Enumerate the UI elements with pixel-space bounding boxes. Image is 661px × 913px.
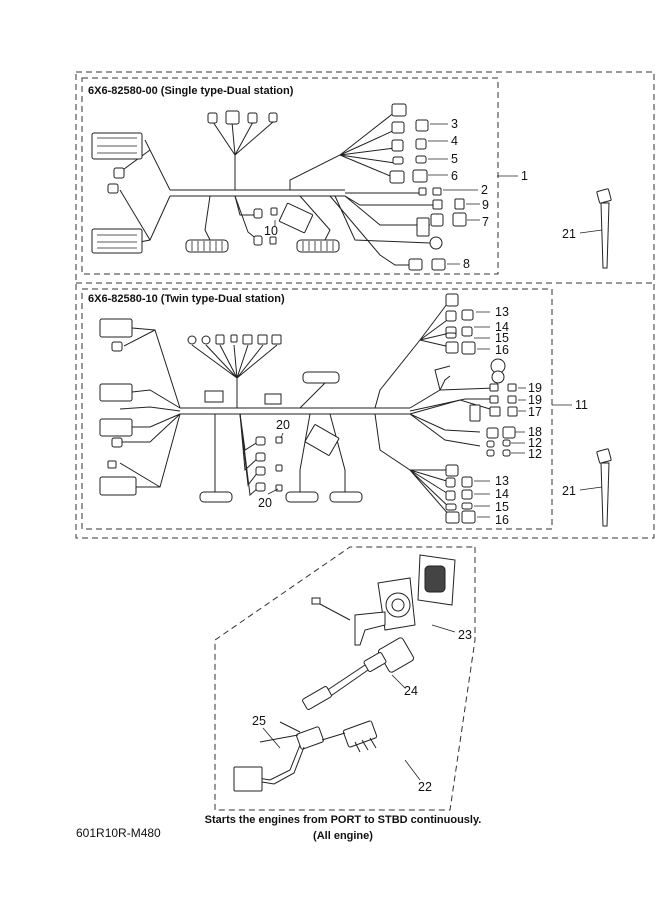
note-line-2: (All engine)	[313, 830, 373, 842]
callout-9: 9	[482, 198, 489, 212]
twin-callouts	[267, 311, 572, 518]
callout-15-lower: 15	[495, 500, 509, 514]
callout-13-upper: 13	[495, 305, 509, 319]
callout-13-lower: 13	[495, 474, 509, 488]
single-harness	[91, 103, 467, 271]
callout-24: 24	[404, 684, 418, 698]
cable-tie-lower	[579, 448, 612, 527]
twin-section-title: 6X6-82580-10 (Twin type-Dual station)	[88, 293, 285, 305]
callout-7: 7	[482, 215, 489, 229]
callout-21-lower: 21	[562, 484, 576, 498]
callout-16-lower: 16	[495, 513, 509, 527]
callout-25: 25	[252, 714, 266, 728]
callout-5: 5	[451, 152, 458, 166]
callout-12-b: 12	[528, 447, 542, 461]
callout-12-a: 12	[528, 436, 542, 450]
callout-23: 23	[458, 628, 472, 642]
cable-tie-upper	[579, 188, 612, 269]
single-callouts	[274, 123, 518, 265]
kit-frame	[214, 546, 476, 811]
callout-10: 10	[264, 224, 278, 238]
callout-20-upper: 20	[276, 418, 290, 432]
callout-3: 3	[451, 117, 458, 131]
callout-17: 17	[528, 405, 542, 419]
callout-14-upper: 14	[495, 320, 509, 334]
callout-22: 22	[418, 780, 432, 794]
kit-callout-leaders	[262, 624, 456, 781]
callout-15-upper: 15	[495, 331, 509, 345]
callout-1: 1	[521, 169, 528, 183]
kit-parts	[233, 554, 456, 792]
callout-20-lower: 20	[258, 496, 272, 510]
callout-11: 11	[575, 398, 588, 412]
callout-19-a: 19	[528, 381, 542, 395]
outer-frame	[75, 71, 655, 539]
twin-frame	[81, 288, 553, 530]
callout-2: 2	[481, 183, 488, 197]
callout-18: 18	[528, 425, 542, 439]
callout-14-lower: 14	[495, 487, 509, 501]
callout-19-b: 19	[528, 393, 542, 407]
callout-6: 6	[451, 169, 458, 183]
figure-code: 601R10R-M480	[76, 826, 161, 840]
single-section-title: 6X6-82580-00 (Single type-Dual station)	[88, 85, 294, 97]
callout-16-upper: 16	[495, 343, 509, 357]
note-line-1: Starts the engines from PORT to STBD con…	[205, 814, 482, 826]
callout-4: 4	[451, 134, 458, 148]
callout-21-upper: 21	[562, 227, 576, 241]
twin-harness	[99, 293, 518, 524]
callout-8: 8	[463, 257, 470, 271]
